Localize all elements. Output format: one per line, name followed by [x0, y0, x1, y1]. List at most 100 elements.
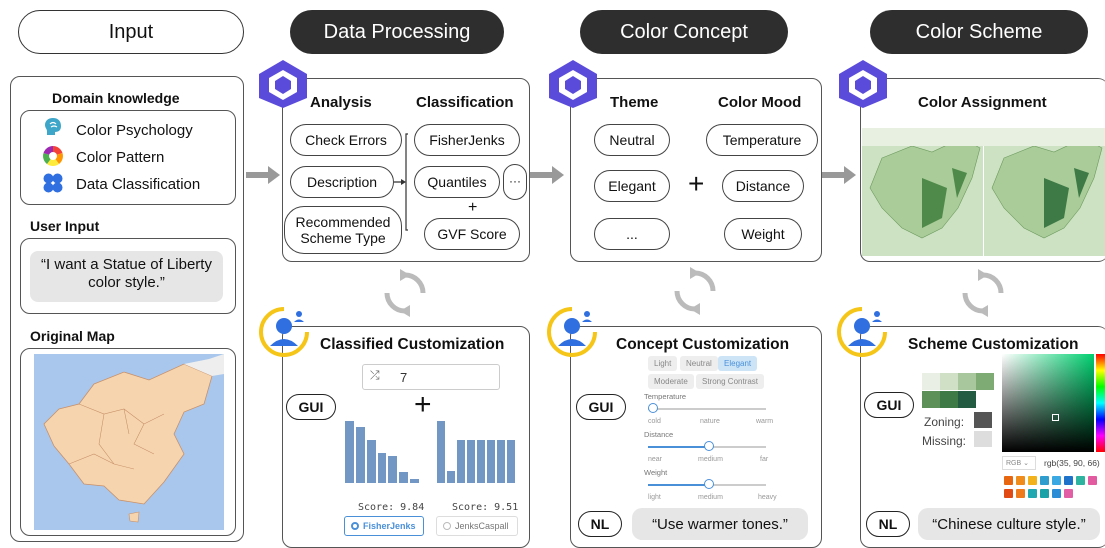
- concept-nl-input[interactable]: “Use warmer tones.”: [632, 508, 808, 540]
- concept-chip-moderate[interactable]: Moderate: [648, 374, 694, 389]
- radio-jenkscaspall[interactable]: JenksCaspall: [436, 516, 518, 536]
- stage-data-processing: Data Processing: [290, 10, 504, 54]
- preset-color-swatch[interactable]: [1052, 476, 1061, 485]
- color-picker-cursor[interactable]: [1052, 414, 1059, 421]
- classification-fisherjenks: FisherJenks: [414, 124, 520, 156]
- histogram-bar: [486, 439, 496, 484]
- histogram-right: [436, 420, 516, 484]
- scheme-swatch[interactable]: [940, 391, 958, 408]
- preset-color-swatch[interactable]: [1004, 489, 1013, 498]
- theme-title: Theme: [610, 94, 659, 111]
- histogram-bar: [446, 469, 456, 484]
- slider-temperature-label: Temperature: [644, 392, 687, 401]
- slider-distance-fill: [648, 446, 707, 448]
- slider-distance-tick-high: far: [760, 456, 769, 463]
- preset-color-swatch[interactable]: [1004, 476, 1013, 485]
- analysis-description: Description: [290, 166, 394, 198]
- slider-weight-tick-high: heavy: [758, 494, 777, 501]
- histogram-bar: [354, 426, 366, 484]
- histogram-bar: [506, 439, 516, 484]
- radio-fisherjenks[interactable]: FisherJenks: [344, 516, 424, 536]
- chevron-down-icon: ⌄: [1023, 460, 1029, 467]
- scheme-swatch[interactable]: [976, 373, 994, 390]
- scheme-swatch[interactable]: [922, 391, 940, 408]
- slider-distance-knob[interactable]: [704, 441, 714, 451]
- slider-temperature-knob[interactable]: [648, 403, 658, 413]
- user-input-title: User Input: [30, 218, 100, 234]
- scheme-swatch[interactable]: [958, 391, 976, 408]
- stage-color-concept: Color Concept: [580, 10, 788, 54]
- slider-weight-tick-low: light: [648, 494, 661, 501]
- preset-color-swatch[interactable]: [1088, 476, 1097, 485]
- slider-distance-label: Distance: [644, 430, 674, 439]
- gui-label: GUI: [864, 392, 914, 418]
- rgb-mode-select[interactable]: RGB ⌄: [1002, 456, 1036, 470]
- classification-plus: +: [468, 199, 478, 216]
- radio-jenkscaspall-label: JenksCaspall: [455, 521, 509, 531]
- user-input-text: “I want a Statue of Liberty color style.…: [30, 251, 223, 302]
- shuffle-icon: ⤮: [370, 368, 380, 382]
- preset-color-swatch[interactable]: [1064, 476, 1073, 485]
- scheme-nl-input[interactable]: “Chinese culture style.”: [918, 508, 1100, 540]
- preset-color-swatch[interactable]: [1016, 476, 1025, 485]
- slider-weight-knob[interactable]: [704, 479, 714, 489]
- preset-color-swatch[interactable]: [1016, 489, 1025, 498]
- zoning-swatch[interactable]: [974, 412, 992, 428]
- slider-temperature-tick-high: warm: [756, 418, 774, 425]
- concept-chip-neutral[interactable]: Neutral: [680, 356, 718, 371]
- histogram-bar: [466, 439, 476, 484]
- color-assignment-maps: [862, 128, 1105, 256]
- hue-slider[interactable]: [1096, 354, 1105, 452]
- missing-swatch[interactable]: [974, 431, 992, 447]
- histogram-bar: [398, 471, 410, 484]
- preset-color-swatch[interactable]: [1052, 489, 1061, 498]
- slider-distance-tick-low: near: [648, 456, 663, 463]
- classified-customization-panel: [282, 326, 530, 548]
- concept-chip-strong-contrast[interactable]: Strong Contrast: [696, 374, 765, 389]
- classification-quantiles: Quantiles: [414, 166, 500, 198]
- zoning-label: Zoning:: [924, 415, 965, 429]
- concept-chip-elegant[interactable]: Elegant: [718, 356, 758, 371]
- histogram-bar: [496, 439, 506, 484]
- qwen-logo-icon: [839, 60, 887, 108]
- analysis-check-errors: Check Errors: [290, 124, 402, 156]
- preset-color-swatch[interactable]: [1076, 476, 1085, 485]
- scheme-swatch[interactable]: [922, 373, 940, 390]
- theme-neutral: Neutral: [594, 124, 670, 156]
- user-avatar-icon: [547, 307, 597, 357]
- slider-temperature-track[interactable]: [648, 408, 766, 410]
- original-map-image: [34, 354, 224, 530]
- histogram-bar: [365, 439, 377, 484]
- histogram-bar: [456, 439, 466, 484]
- color-picker-area[interactable]: [1002, 354, 1094, 452]
- preset-color-swatch[interactable]: [1040, 476, 1049, 485]
- radio-fisherjenks-label: FisherJenks: [363, 521, 416, 531]
- scheme-swatch[interactable]: [958, 373, 976, 390]
- preset-color-swatch[interactable]: [1028, 476, 1037, 485]
- score-right: Score: 9.51: [452, 502, 519, 513]
- class-count-input[interactable]: [362, 364, 500, 390]
- mood-weight: Weight: [724, 218, 802, 250]
- histogram-left: [344, 420, 420, 484]
- preset-color-swatch[interactable]: [1028, 489, 1037, 498]
- preset-color-swatch[interactable]: [1040, 489, 1049, 498]
- slider-weight-label: Weight: [644, 468, 668, 477]
- scheme-swatch[interactable]: [940, 373, 958, 390]
- theme-more: ...: [594, 218, 670, 250]
- qwen-logo-icon: [549, 60, 597, 108]
- mood-temperature: Temperature: [706, 124, 818, 156]
- concept-chip-light[interactable]: Light: [648, 356, 678, 371]
- class-count-value: 7: [400, 370, 408, 385]
- radio-unselected-icon: [443, 522, 451, 530]
- nl-label: NL: [866, 511, 910, 537]
- slider-temperature-tick-low: cold: [648, 418, 661, 425]
- domain-knowledge-title: Domain knowledge: [52, 90, 180, 106]
- refresh-icon: [674, 267, 716, 315]
- color-assignment-title: Color Assignment: [918, 94, 1047, 111]
- histogram-bar: [476, 439, 486, 484]
- preset-color-swatch[interactable]: [1064, 489, 1073, 498]
- arrow-input-to-processing: [246, 166, 280, 184]
- domain-item-color-psychology: Color Psychology: [76, 122, 193, 139]
- stage-input: Input: [18, 10, 244, 54]
- classified-plus: +: [414, 388, 432, 421]
